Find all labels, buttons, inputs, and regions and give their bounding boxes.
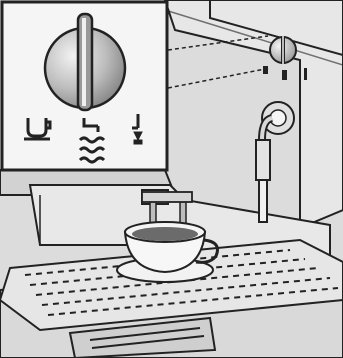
callout-box (2, 2, 167, 170)
